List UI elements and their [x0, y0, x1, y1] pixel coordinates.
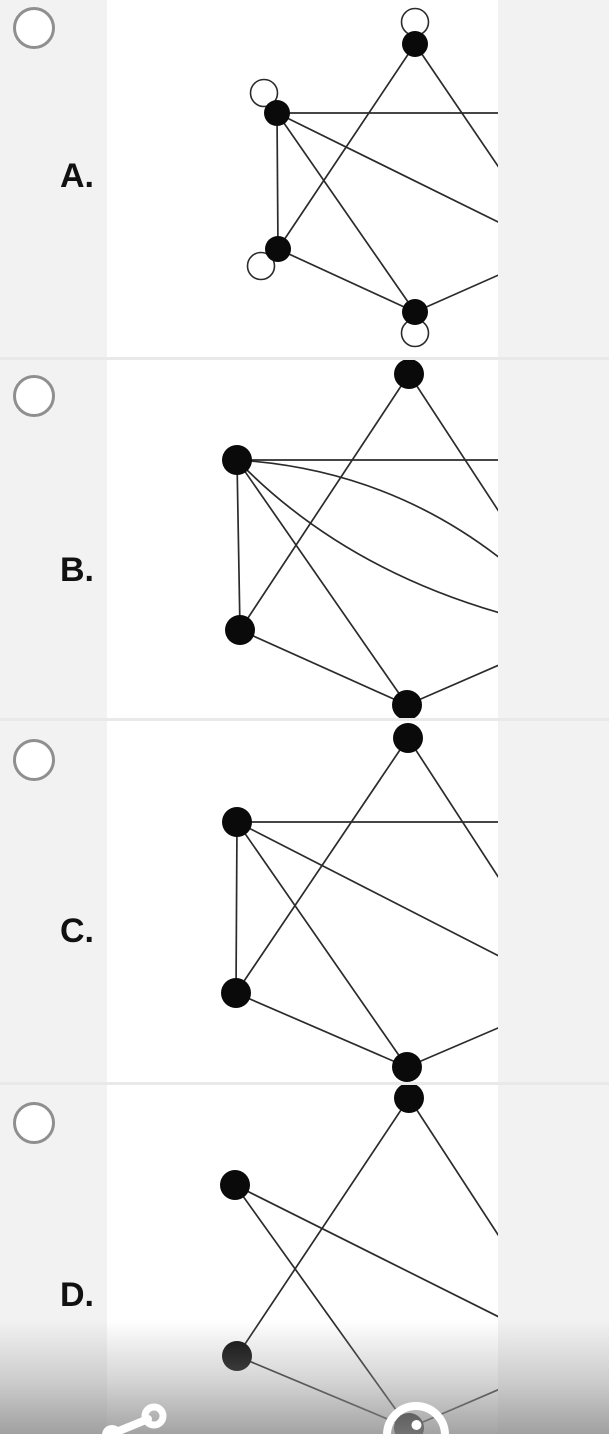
graph-node-bottom [392, 1052, 422, 1082]
info-button[interactable] [378, 1392, 454, 1434]
graph-edge [406, 1027, 498, 1068]
option-d-label: D. [60, 1276, 94, 1314]
graph-node-left [222, 807, 252, 837]
graph-edge [276, 112, 416, 313]
graph-edge [276, 112, 498, 223]
divider [0, 357, 609, 360]
graph-node-left [220, 1170, 250, 1200]
graph-parallel-edge [236, 459, 498, 558]
option-b-label: B. [60, 551, 94, 589]
divider [0, 1082, 609, 1085]
graph-edge [234, 1184, 498, 1318]
graph-node-bottom-left [225, 615, 255, 645]
option-b-graph-panel [107, 360, 498, 718]
graph-node-bottom-left [265, 236, 291, 262]
graph-node-top [402, 31, 428, 57]
info-icon [383, 1402, 449, 1434]
graph-parallel-edge [236, 459, 498, 614]
option-b-graph-svg [222, 360, 498, 718]
graph-edge [414, 43, 498, 168]
graph-node-left [264, 100, 290, 126]
graph-edge [277, 248, 416, 313]
graph-edge [236, 459, 408, 706]
graph-node-left [222, 445, 252, 475]
graph-node-bottom [402, 299, 428, 325]
option-a-label: A. [60, 157, 94, 195]
graph-node-top [394, 360, 424, 389]
option-d-graph-panel [107, 1085, 498, 1434]
graph-self-loop [249, 78, 279, 108]
connected-dots-button[interactable] [96, 1390, 176, 1434]
graph-edge [236, 821, 498, 957]
option-c-radio[interactable] [13, 739, 55, 781]
graph-edge [235, 992, 408, 1068]
graph-edge [235, 821, 238, 994]
graph-edge [236, 1097, 410, 1357]
graph-edge [408, 1097, 498, 1237]
option-d-graph-svg [220, 1085, 498, 1434]
graph-edge [414, 274, 498, 313]
option-a-graph-svg [246, 7, 498, 348]
graph-edge [236, 821, 408, 1068]
connected-dots-icon [102, 1403, 167, 1434]
option-c-graph-panel [107, 721, 498, 1082]
graph-node-top [393, 723, 423, 753]
option-d-radio[interactable] [13, 1102, 55, 1144]
graph-edge [276, 112, 279, 250]
graph-edge [236, 459, 241, 631]
graph-edge [239, 373, 410, 631]
graph-node-bottom-left [221, 978, 251, 1008]
graph-edge [407, 737, 498, 879]
graph-node-top [394, 1085, 424, 1113]
option-b-radio[interactable] [13, 375, 55, 417]
option-a-radio[interactable] [13, 7, 55, 49]
graph-edge [406, 664, 498, 706]
graph-edge [408, 373, 498, 512]
graph-edge [239, 629, 408, 706]
graph-node-bottom-left [222, 1341, 252, 1371]
graph-self-loop [246, 251, 276, 281]
option-c-graph-svg [221, 723, 498, 1082]
option-c-label: C. [60, 912, 94, 950]
option-a-graph-panel [107, 0, 498, 357]
graph-node-bottom [392, 690, 422, 718]
divider [0, 718, 609, 721]
